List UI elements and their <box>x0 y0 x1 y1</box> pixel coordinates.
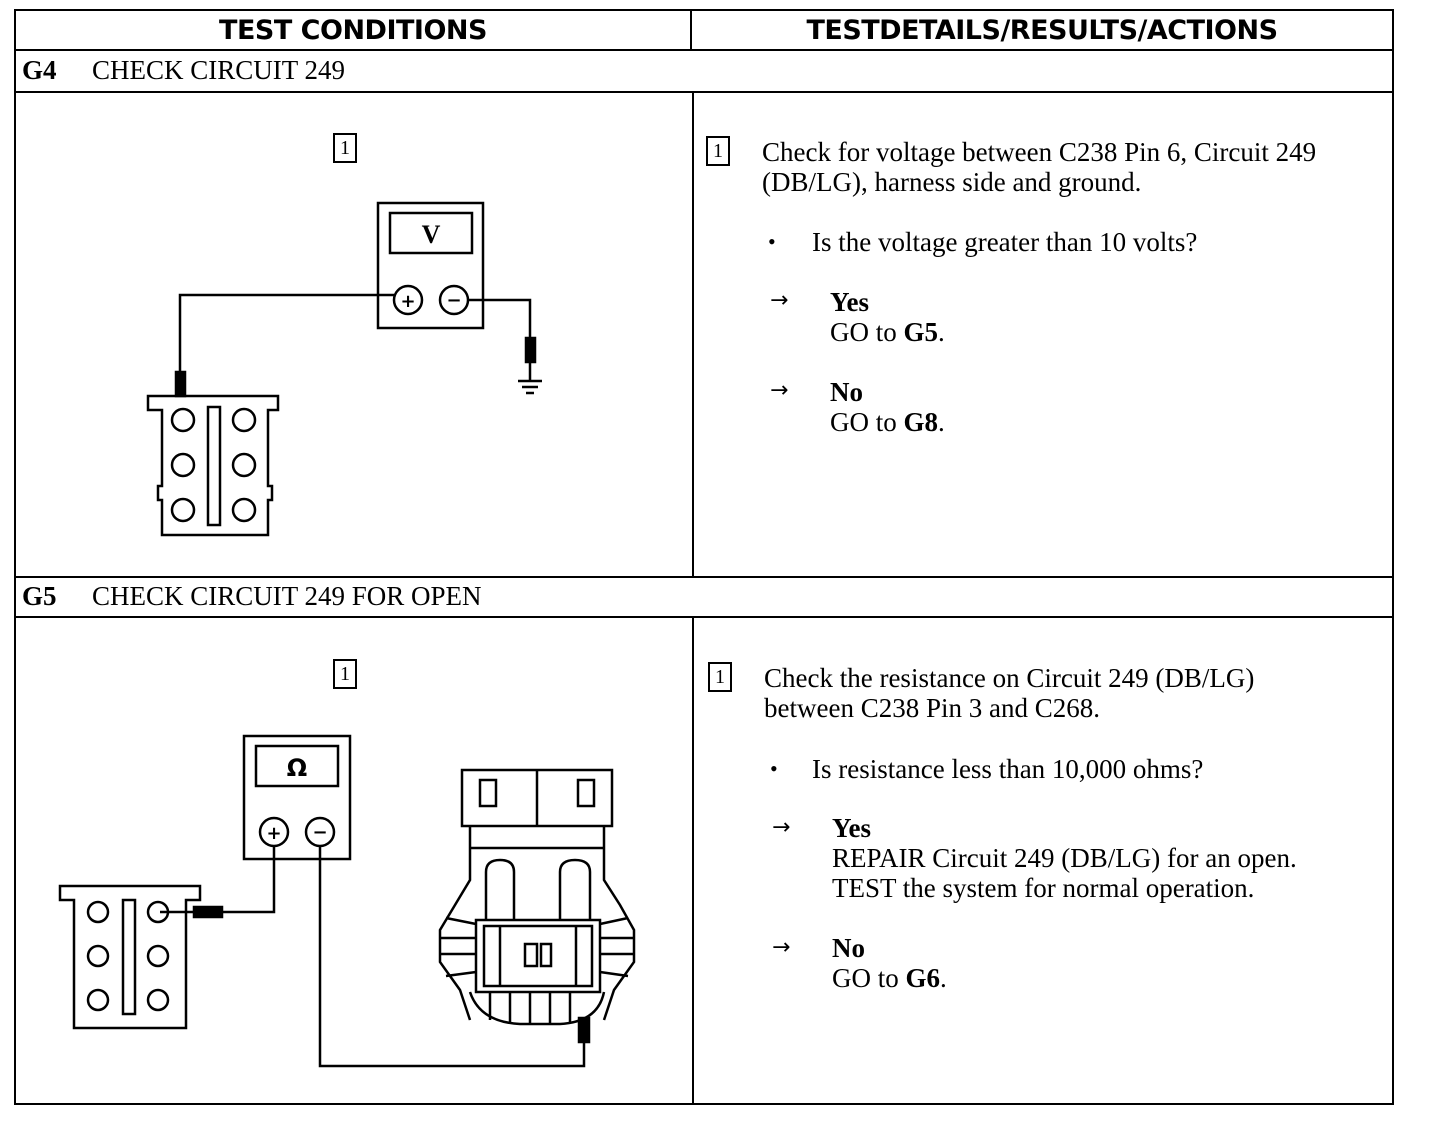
g4-details-step-box: 1 <box>706 136 730 166</box>
g4-question: Is the voltage greater than 10 volts? <box>812 227 1198 257</box>
header-test-conditions: TEST CONDITIONS <box>219 14 487 46</box>
g5-question: Is resistance less than 10,000 ohms? <box>812 754 1204 784</box>
g5-title-bottom-rule <box>14 616 1394 618</box>
g4-title-bottom-rule <box>14 91 1394 93</box>
g5-title: CHECK CIRCUIT 249 FOR OPEN <box>92 581 482 611</box>
header-column-divider <box>690 9 692 51</box>
g4-step-text-line2: (DB/LG), harness side and ground. <box>762 167 1142 197</box>
g4-section-title: G4 CHECK CIRCUIT 249 <box>22 55 345 86</box>
g4-diagram-step-box: 1 <box>333 133 357 163</box>
g5-c238-connector <box>58 884 202 1030</box>
g4-no-arrow-icon: → <box>770 378 789 403</box>
g5-yes-arrow-icon: → <box>772 815 791 840</box>
g4-code: G4 <box>22 55 57 85</box>
g4-yes-label: Yes <box>830 287 869 317</box>
g5-negative-lead <box>318 846 586 1068</box>
g4-bottom-rule <box>14 576 1394 578</box>
g4-yes-arrow-icon: → <box>770 288 789 313</box>
g5-section-title: G5 CHECK CIRCUIT 249 FOR OPEN <box>22 581 482 612</box>
table-frame <box>14 9 1394 1105</box>
g5-meter-label: Ω <box>287 754 307 782</box>
g5-no-label: No <box>832 933 865 963</box>
g5-plus-symbol: + <box>266 823 281 844</box>
g5-details-step-box: 1 <box>708 662 732 692</box>
g5-minus-symbol: − <box>312 822 327 843</box>
g5-column-divider <box>692 616 694 1104</box>
g5-step-text-line2: between C238 Pin 3 and C268. <box>764 693 1100 723</box>
header-test-details: TESTDETAILS/RESULTS/ACTIONS <box>806 14 1278 46</box>
g4-meter-label: V <box>422 220 441 249</box>
ground-icon <box>518 362 542 395</box>
g5-yes-action-line1: REPAIR Circuit 249 (DB/LG) for an open. <box>832 843 1297 873</box>
g4-negative-lead <box>468 298 532 340</box>
g4-no-action: GO to G8. <box>830 407 945 437</box>
g4-positive-probe <box>174 370 187 398</box>
g5-no-arrow-icon: → <box>772 935 791 960</box>
g5-no-action: GO to G6. <box>832 963 947 993</box>
g4-c238-connector <box>146 394 280 537</box>
g5-diagram-step-box: 1 <box>333 659 357 689</box>
g4-minus-symbol: − <box>446 290 461 311</box>
g5-yes-label: Yes <box>832 813 871 843</box>
g5-code: G5 <box>22 581 57 611</box>
g5-bullet: • <box>770 756 778 781</box>
g4-plus-symbol: + <box>400 291 415 312</box>
c268-component-icon <box>438 768 636 1026</box>
g5-step-text-line1: Check the resistance on Circuit 249 (DB/… <box>764 663 1255 693</box>
g4-step-text-line1: Check for voltage between C238 Pin 6, Ci… <box>762 137 1317 167</box>
g4-positive-lead <box>178 293 394 372</box>
g4-column-divider <box>692 91 694 578</box>
g5-yes-action-line2: TEST the system for normal operation. <box>832 873 1255 903</box>
g5-negative-probe <box>577 1016 591 1044</box>
g4-title: CHECK CIRCUIT 249 <box>92 55 346 85</box>
g4-bullet: • <box>768 229 776 254</box>
g4-yes-action: GO to G5. <box>830 317 945 347</box>
g4-negative-probe <box>524 336 537 364</box>
g5-positive-lead <box>160 846 276 914</box>
header-bottom-rule <box>14 49 1394 51</box>
g5-positive-probe <box>192 905 224 919</box>
g4-no-label: No <box>830 377 863 407</box>
